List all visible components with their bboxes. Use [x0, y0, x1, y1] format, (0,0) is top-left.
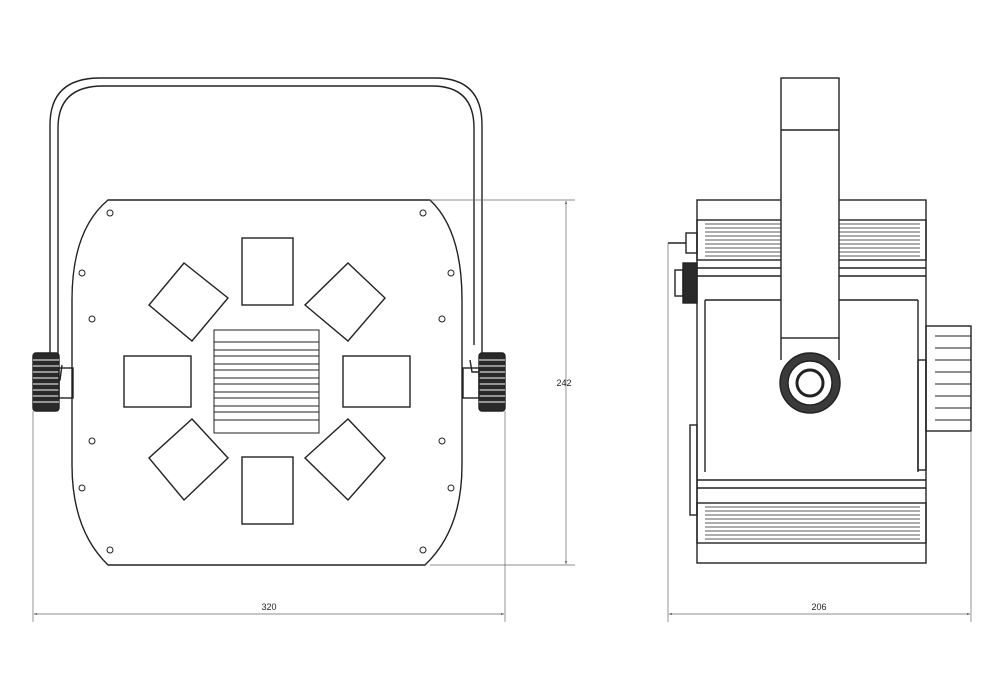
front-yoke-inner: [57, 85, 475, 355]
side-view: [668, 77, 972, 564]
led-window-top-right: [303, 262, 386, 342]
front-body-plate: [71, 199, 463, 566]
side-lower-tab: [917, 359, 927, 471]
dimension-lines: [32, 199, 972, 622]
front-screw-holes: [78, 209, 455, 554]
side-left-tab: [689, 424, 698, 516]
led-window-left: [123, 355, 192, 408]
front-view: [32, 77, 506, 566]
right-tilt-knob: [462, 352, 506, 412]
front-yoke-outer: [49, 77, 483, 355]
side-pivot-knob: [779, 352, 841, 414]
led-window-bottom-left: [148, 418, 229, 502]
front-center-grille: [213, 329, 320, 434]
led-window-top: [241, 237, 294, 306]
led-window-bottom: [241, 456, 294, 525]
side-connectors: [668, 232, 698, 304]
dimension-side-depth-label: 206: [811, 602, 826, 612]
side-rear-heatsink: [925, 325, 972, 432]
dimension-front-height-label: 242: [556, 378, 571, 388]
side-yoke-arm: [780, 77, 840, 360]
led-window-bottom-right: [303, 418, 386, 502]
left-tilt-knob: [32, 352, 74, 412]
dimension-front-width-label: 320: [261, 602, 276, 612]
side-bottom-fins: [696, 479, 927, 544]
led-window-top-left: [148, 262, 229, 342]
led-window-right: [342, 355, 411, 408]
